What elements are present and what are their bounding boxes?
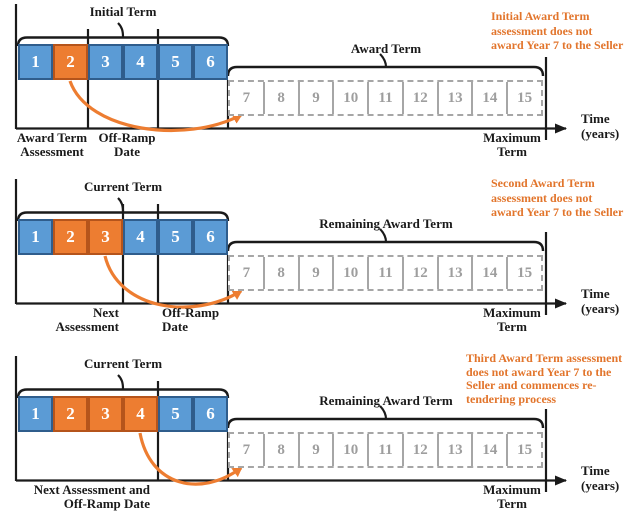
assessment-annotation: Initial Award Term assessment does not a… [491,9,624,52]
term-brace-stem [117,22,125,38]
award-brace-stem [379,405,388,420]
option-year-cell: 8 [262,257,298,289]
milestone-label-next-assessment-and-off-ramp: Next Assessment and Off-Ramp Date [33,482,150,511]
option-year-cell: 12 [401,82,437,114]
option-year-cell: 7 [242,441,251,458]
option-year-cell: 7 [242,264,251,281]
term-year-cell: 6 [193,219,228,255]
maximum-term-label: Maximum Term [483,482,541,511]
option-year-cell: 15 [506,434,541,466]
diagram-lines [14,4,567,140]
assessment-annotation: Third Award Term assessment does not awa… [466,351,623,406]
assessed-year-cell: 2 [53,44,88,80]
option-year-cell: 7 [242,89,251,106]
assessed-year-cell: 4 [123,396,158,432]
term-brace [16,388,230,399]
milestone-label-award-term-assessment: Award Term Assessment [16,130,88,159]
option-year-cell: 8 [262,434,298,466]
option-year-cell: 11 [367,257,402,289]
time-axis-label: Time (years) [581,286,620,316]
assessed-year-cell: 3 [88,219,123,255]
diagram-lines [14,356,567,492]
option-year-cell: 11 [367,434,402,466]
term-brace-stem [117,374,125,390]
option-year-cell: 14 [471,257,506,289]
option-year-cell: 14 [471,434,506,466]
term-year-cell: 5 [158,396,193,432]
term-brace [16,36,230,47]
option-year-cell: 13 [436,257,472,289]
term-year-cell: 1 [18,396,53,432]
assessed-year-cell: 3 [88,396,123,432]
milestone-label-off-ramp-date: Off-Ramp Date [98,130,156,159]
award-brace-stem [379,228,388,243]
option-year-cell: 9 [297,257,333,289]
term-brace-label: Initial Term [89,4,157,19]
maximum-term-label: Maximum Term [483,305,541,334]
option-year-cell: 10 [332,257,367,289]
award-brace [226,417,545,429]
assessment-arrow [138,432,243,486]
term-year-cell: 6 [193,44,228,80]
assessment-arrow [103,255,243,309]
option-year-cell: 13 [436,82,472,114]
option-year-cell: 12 [401,257,437,289]
milestone-label-next-assessment: Next Assessment [55,305,119,334]
award-brace-label: Award Term [350,41,422,56]
assessed-year-cell: 2 [53,396,88,432]
term-year-cell: 1 [18,219,53,255]
assessment-arrow [68,80,243,133]
time-axis-label: Time (years) [581,463,620,493]
option-year-cell: 10 [332,434,367,466]
option-year-cell: 11 [367,82,402,114]
option-year-cell: 15 [506,82,541,114]
milestone-tick-top [86,29,160,45]
assessment-annotation: Second Award Term assessment does not aw… [491,176,624,219]
term-year-cell: 3 [88,44,123,80]
assessed-year-cell: 2 [53,219,88,255]
milestone-tick-bottom [156,432,230,481]
maximum-term-label: Maximum Term [483,130,541,159]
option-year-cell: 14 [471,82,506,114]
option-year-cell: 8 [262,82,298,114]
option-year-cell: 9 [297,434,333,466]
term-year-cell: 6 [193,396,228,432]
milestone-tick-bottom [86,80,230,129]
award-brace-label: Remaining Award Term [319,216,453,231]
term-year-cell: 5 [158,219,193,255]
option-year-cell: 15 [506,257,541,289]
award-brace [226,240,545,252]
diagram-lines [14,179,567,315]
milestone-label-off-ramp-date: Off-Ramp Date [162,305,220,334]
option-year-cell: 13 [436,434,472,466]
term-year-cell: 4 [123,219,158,255]
award-brace [226,65,545,77]
term-year-cell: 5 [158,44,193,80]
term-year-cell: 4 [123,44,158,80]
award-brace-stem [379,53,388,68]
term-brace-label: Current Term [83,356,163,371]
option-year-cell: 12 [401,434,437,466]
milestone-tick-top [121,204,160,220]
term-brace-label: Current Term [83,179,163,194]
option-year-cell: 10 [332,82,367,114]
term-year-cell: 1 [18,44,53,80]
award-brace-label: Remaining Award Term [319,393,453,408]
time-axis-label: Time (years) [581,111,620,141]
option-year-cell: 9 [297,82,333,114]
